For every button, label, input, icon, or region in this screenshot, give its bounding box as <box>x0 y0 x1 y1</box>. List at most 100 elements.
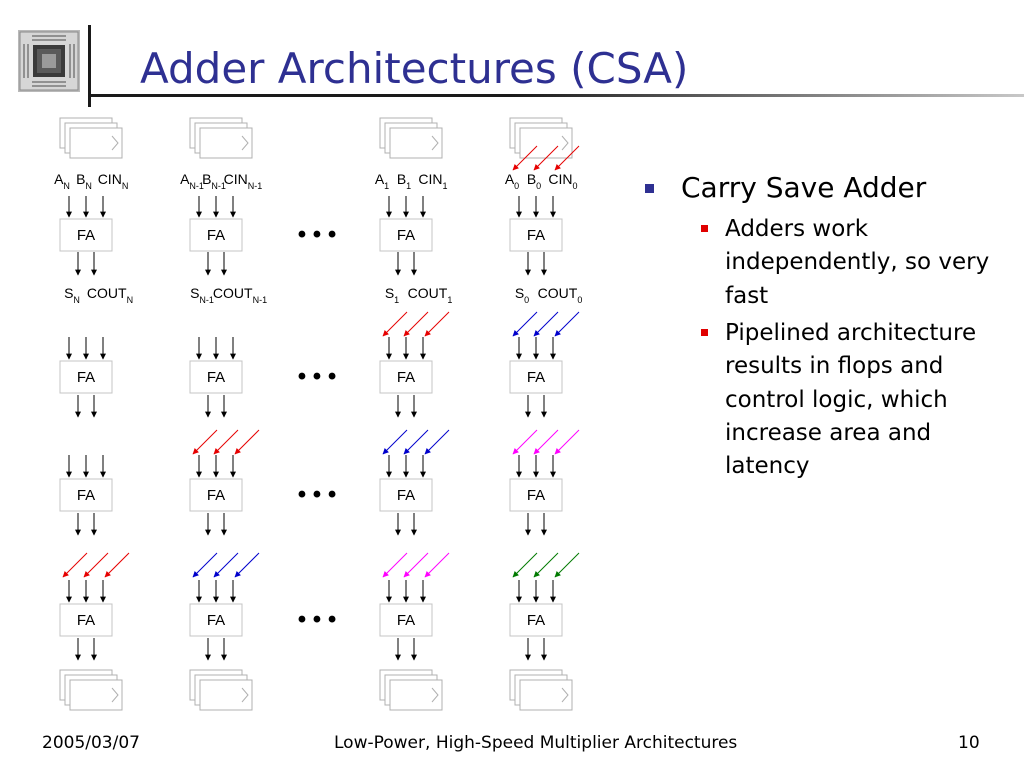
fa-box-row1-col1 <box>189 360 243 394</box>
sub-bullet-text: Adders work independently, so very fast <box>725 216 990 309</box>
fa-box-row0-col2-label: FA <box>397 227 415 244</box>
flop-top-col1-layer-2 <box>199 127 253 159</box>
bullet-text: Carry Save Adder <box>681 171 927 204</box>
pipeline-arrow-blue-col1-7-0 <box>192 552 218 578</box>
ellipsis-row2: • • • <box>298 481 337 508</box>
fa-box-row0-col0-label: FA <box>77 227 95 244</box>
fa-box-row0-col0 <box>59 218 113 252</box>
pipeline-arrow-red-col3-0-1 <box>533 145 559 171</box>
fa-box-row1-col1-label: FA <box>207 369 225 386</box>
pipeline-arrow-blue-col3-2-2 <box>554 311 580 337</box>
input-label-b-col3: B0 <box>527 171 541 191</box>
input-label-b-col2: B1 <box>397 171 411 191</box>
fa-box-row2-col1-label: FA <box>207 487 225 504</box>
bullet-square-icon <box>645 184 654 193</box>
output-label-cout-col1: COUTN-1 <box>213 285 267 305</box>
pipeline-arrow-blue-col3-2-1 <box>533 311 559 337</box>
output-label-s-col1: SN-1 <box>190 285 214 305</box>
pipeline-arrow-magenta-col2-8-2 <box>424 552 450 578</box>
flop-bottom-col3-layer-2 <box>519 679 573 711</box>
fa-box-row2-col1 <box>189 478 243 512</box>
flop-top-col0-layer-2 <box>69 127 123 159</box>
input-label-a-col1: AN-1 <box>180 171 204 191</box>
input-label-b-col1: BN-1 <box>202 171 226 191</box>
bullet-carry-save-adder: Carry Save Adder <box>645 170 1020 205</box>
input-label-cin-col0: CINN <box>98 171 129 191</box>
flop-top-col1-clock <box>241 135 249 151</box>
flop-bottom-col1-clock <box>241 687 249 703</box>
chip-logo-icon <box>18 30 80 92</box>
pipeline-arrow-magenta-col3-5-1 <box>533 429 559 455</box>
footer-date: 2005/03/07 <box>42 733 140 753</box>
fa-box-row0-col2 <box>379 218 433 252</box>
pipeline-arrow-red-col2-1-1 <box>403 311 429 337</box>
output-label-cout-col2: COUT1 <box>408 285 453 305</box>
output-label-cout-col0: COUTN <box>87 285 133 305</box>
pipeline-arrow-red-col0-6-1 <box>83 552 109 578</box>
input-label-b-col0: BN <box>76 171 92 191</box>
pipeline-arrow-red-col3-0-0 <box>512 145 538 171</box>
pipeline-arrow-green-col3-9-0 <box>512 552 538 578</box>
pipeline-arrow-magenta-col2-8-0 <box>382 552 408 578</box>
flop-top-col3-layer-2 <box>519 127 573 159</box>
fa-box-row0-col3 <box>509 218 563 252</box>
pipeline-arrow-green-col3-9-1 <box>533 552 559 578</box>
pipeline-arrow-magenta-col2-8-1 <box>403 552 429 578</box>
input-label-a-col3: A0 <box>505 171 519 191</box>
fa-box-row3-col0-label: FA <box>77 612 95 629</box>
bullet-list: Carry Save Adder Adders work independent… <box>645 170 1020 488</box>
input-label-cin-col3: CIN0 <box>548 171 577 191</box>
pipeline-arrow-red-col2-1-0 <box>382 311 408 337</box>
fa-box-row0-col1-label: FA <box>207 227 225 244</box>
fa-box-row3-col3 <box>509 603 563 637</box>
pipeline-arrow-red-col2-1-2 <box>424 311 450 337</box>
fa-box-row2-col2 <box>379 478 433 512</box>
fa-box-row3-col2-label: FA <box>397 612 415 629</box>
fa-box-row3-col3-label: FA <box>527 612 545 629</box>
output-label-cout-col3: COUT0 <box>538 285 583 305</box>
fa-box-row1-col2 <box>379 360 433 394</box>
sub-bullet-independent: Adders work independently, so very fast <box>645 213 1015 313</box>
ellipsis-row0: • • • <box>298 221 337 248</box>
flop-bottom-col3-clock <box>561 687 569 703</box>
flop-top-col2-clock <box>431 135 439 151</box>
pipeline-arrow-red-col1-3-1 <box>213 429 239 455</box>
fa-box-row3-col2 <box>379 603 433 637</box>
input-label-cin-col1: CINN-1 <box>224 171 263 191</box>
flop-bottom-col2-clock <box>431 687 439 703</box>
fa-box-row1-col3 <box>509 360 563 394</box>
ellipsis-row1: • • • <box>298 363 337 390</box>
output-label-s-col2: S1 <box>385 285 399 305</box>
fa-box-row1-col2-label: FA <box>397 369 415 386</box>
pipeline-arrow-red-col1-3-0 <box>192 429 218 455</box>
fa-box-row3-col1-label: FA <box>207 612 225 629</box>
flop-bottom-col1-layer-2 <box>199 679 253 711</box>
footer-title: Low-Power, High-Speed Multiplier Archite… <box>334 733 738 753</box>
pipeline-arrow-red-col0-6-0 <box>62 552 88 578</box>
flop-top-col3-clock <box>561 135 569 151</box>
pipeline-arrow-blue-col2-4-0 <box>382 429 408 455</box>
sub-bullet-square-icon <box>701 329 708 337</box>
pipeline-arrow-blue-col1-7-2 <box>234 552 260 578</box>
fa-box-row0-col1 <box>189 218 243 252</box>
input-label-cin-col2: CIN1 <box>418 171 447 191</box>
fa-box-row1-col0-label: FA <box>77 369 95 386</box>
output-label-s-col0: SN <box>64 285 80 305</box>
title-horizontal-rule <box>90 94 1024 97</box>
fa-box-row0-col3-label: FA <box>527 227 545 244</box>
pipeline-arrow-red-col0-6-2 <box>104 552 130 578</box>
pipeline-arrow-magenta-col3-5-2 <box>554 429 580 455</box>
flop-bottom-col0-layer-2 <box>69 679 123 711</box>
pipeline-arrow-blue-col2-4-1 <box>403 429 429 455</box>
fa-box-row3-col1 <box>189 603 243 637</box>
page-number: 10 <box>958 733 980 753</box>
pipeline-arrow-red-col1-3-2 <box>234 429 260 455</box>
sub-bullet-pipelined: Pipelined architecture results in flops … <box>645 317 1015 484</box>
fa-box-row1-col0 <box>59 360 113 394</box>
fa-box-row2-col0-label: FA <box>77 487 95 504</box>
pipeline-arrow-blue-col2-4-2 <box>424 429 450 455</box>
fa-box-row1-col3-label: FA <box>527 369 545 386</box>
flop-bottom-col0-clock <box>111 687 119 703</box>
